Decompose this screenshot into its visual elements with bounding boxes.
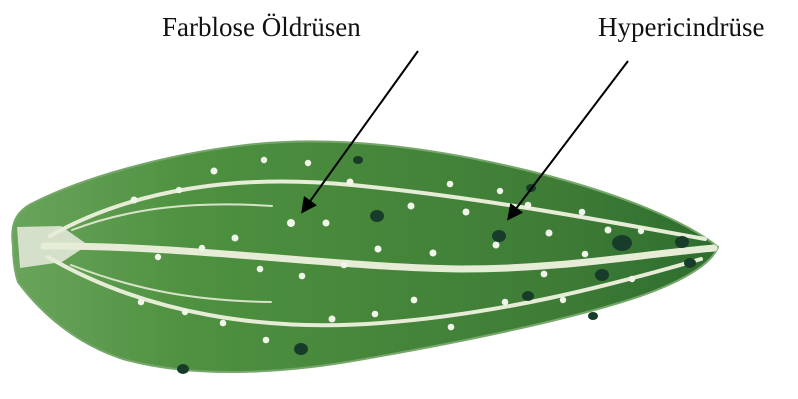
colorless-oil-gland — [263, 337, 270, 344]
colorless-oil-gland — [341, 262, 348, 269]
hypericin-gland — [588, 312, 598, 320]
colorless-oil-gland — [323, 220, 330, 227]
hypericin-gland — [595, 269, 609, 281]
hypericin-gland — [177, 364, 189, 374]
colorless-oil-gland — [347, 179, 354, 186]
hypericin-gland — [675, 236, 689, 248]
colorless-oil-gland — [582, 251, 589, 258]
colorless-oil-gland — [629, 276, 635, 282]
colorless-oil-gland — [408, 203, 415, 210]
colorless-oil-gland — [638, 228, 644, 234]
colorless-oil-gland — [546, 230, 553, 237]
colorless-oil-gland — [411, 297, 418, 304]
hypericin-gland — [353, 156, 363, 164]
hypericin-gland — [522, 291, 534, 301]
colorless-oil-gland — [176, 187, 182, 193]
colorless-oil-gland — [138, 299, 145, 306]
hypericin-gland — [370, 210, 384, 222]
colorless-oil-gland — [211, 168, 218, 175]
colorless-oil-gland — [305, 160, 311, 166]
colorless-oil-gland — [463, 209, 470, 216]
colorless-oil-gland — [199, 245, 205, 251]
colorless-oil-gland — [605, 227, 612, 234]
colorless-oil-gland — [182, 309, 188, 315]
colorless-oil-gland — [287, 219, 295, 227]
colorless-oil-gland — [329, 316, 336, 323]
colorless-oil-gland — [541, 271, 548, 278]
colorless-oil-gland — [257, 266, 264, 273]
colorless-oil-gland — [560, 297, 566, 303]
colorless-oil-gland — [131, 197, 138, 204]
colorless-oil-glands-label: Farblose Öldrüsen — [162, 10, 407, 44]
hypericin-gland — [684, 258, 696, 268]
colorless-oil-gland — [430, 250, 437, 257]
hypericin-gland — [492, 230, 506, 242]
colorless-oil-gland — [502, 299, 509, 306]
colorless-oil-gland — [232, 235, 239, 242]
colorless-oil-gland — [155, 254, 161, 260]
colorless-oil-gland — [372, 311, 379, 318]
colorless-oil-gland — [220, 320, 227, 327]
colorless-oil-gland — [261, 157, 267, 163]
colorless-oil-gland — [497, 188, 503, 194]
colorless-oil-gland — [525, 202, 532, 209]
colorless-oil-gland — [447, 181, 454, 188]
colorless-oil-gland — [448, 324, 455, 331]
colorless-oil-gland — [375, 246, 382, 253]
hypericin-gland — [612, 235, 632, 251]
colorless-oil-gland — [493, 242, 500, 249]
colorless-oil-gland — [579, 209, 586, 216]
hypericin-gland-label: Hypericindrüse — [598, 10, 794, 44]
hypericin-gland — [294, 343, 308, 355]
colorless-oil-gland — [299, 273, 306, 280]
